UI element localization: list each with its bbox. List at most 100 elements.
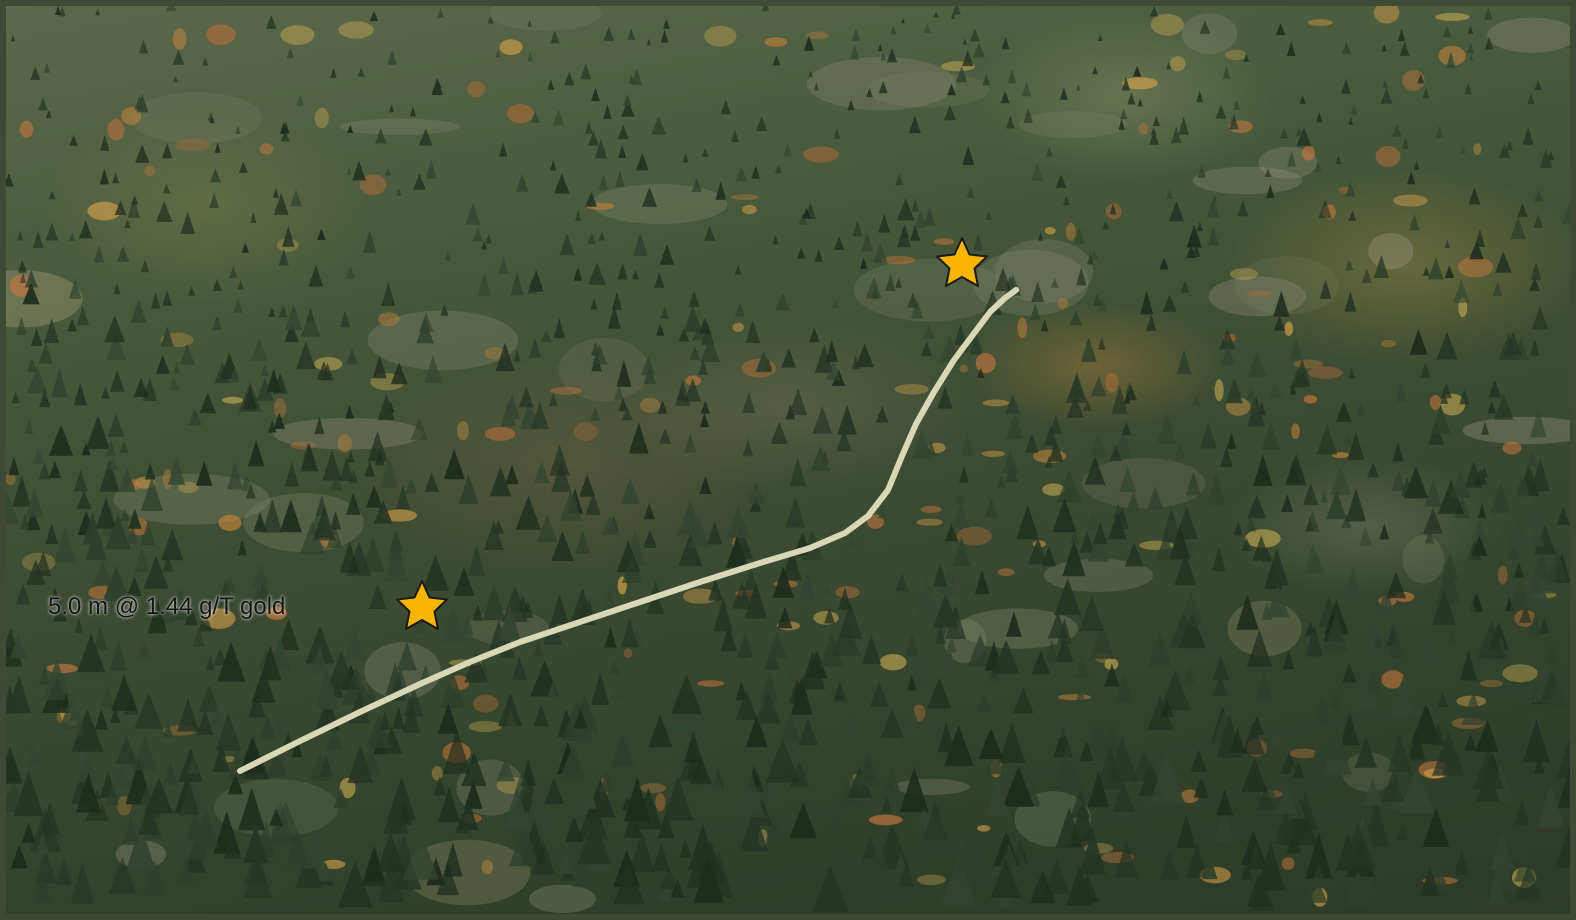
conifer-tree <box>244 850 272 898</box>
autumn-shrub <box>1438 46 1466 66</box>
conifer-tree <box>242 386 258 410</box>
conifer-tree <box>1090 622 1115 659</box>
conifer-tree <box>550 593 569 625</box>
conifer-tree <box>93 625 108 651</box>
conifer-tree <box>365 485 383 508</box>
conifer-tree <box>587 232 597 245</box>
conifer-tree <box>15 583 31 605</box>
ground-patch <box>1234 256 1339 315</box>
conifer-tree <box>632 269 639 280</box>
conifer-tree <box>1040 318 1049 332</box>
conifer-tree <box>465 203 481 225</box>
conifer-tree <box>176 698 200 732</box>
autumn-shrub <box>881 255 916 265</box>
conifer-tree <box>549 444 570 476</box>
conifer-tree <box>513 349 521 362</box>
conifer-tree <box>436 863 460 896</box>
conifer-tree <box>643 365 656 384</box>
conifer-tree <box>590 298 598 310</box>
conifer-tree <box>1373 254 1389 278</box>
conifer-tree <box>1074 686 1087 706</box>
ground-patch <box>1082 458 1206 509</box>
conifer-tree <box>1481 795 1493 813</box>
conifer-tree <box>998 723 1026 763</box>
conifer-tree <box>584 121 593 134</box>
conifer-tree <box>1025 432 1039 453</box>
autumn-shrub <box>507 103 534 124</box>
conifer-tree <box>992 639 1020 674</box>
conifer-tree <box>531 840 556 875</box>
conifer-tree <box>1084 456 1106 485</box>
conifer-tree <box>1420 363 1431 378</box>
conifer-tree <box>908 115 921 134</box>
conifer-tree <box>659 244 675 265</box>
conifer-tree <box>1031 162 1044 181</box>
conifer-tree <box>708 578 723 601</box>
conifer-tree <box>1206 472 1226 505</box>
conifer-tree <box>1289 383 1297 395</box>
conifer-tree <box>515 173 529 192</box>
conifer-tree <box>1304 543 1322 573</box>
conifer-tree <box>38 342 53 364</box>
conifer-tree <box>1219 328 1236 350</box>
conifer-tree <box>273 188 279 198</box>
conifer-tree <box>55 859 72 885</box>
forest-texture <box>6 6 1570 914</box>
conifer-tree <box>82 511 103 545</box>
conifer-tree <box>163 183 170 194</box>
autumn-shrub <box>916 874 946 886</box>
autumn-shrub <box>222 396 244 404</box>
conifer-tree <box>923 324 935 339</box>
conifer-tree <box>410 418 428 440</box>
conifer-tree <box>684 731 703 763</box>
conifer-tree <box>1249 358 1260 375</box>
conifer-tree <box>346 348 358 365</box>
autumn-shrub <box>6 472 16 485</box>
conifer-tree <box>657 812 675 839</box>
conifer-tree <box>140 477 163 511</box>
conifer-tree <box>1280 128 1288 139</box>
conifer-tree <box>1087 771 1110 808</box>
conifer-tree <box>1102 220 1110 230</box>
conifer-tree <box>781 548 802 581</box>
conifer-tree <box>1006 114 1015 129</box>
conifer-tree <box>740 806 768 852</box>
conifer-tree <box>38 666 51 685</box>
conifer-tree <box>151 292 161 309</box>
conifer-tree <box>213 648 227 666</box>
autumn-shrub <box>1375 145 1401 167</box>
autumn-shrub <box>1435 12 1470 21</box>
conifer-tree <box>17 230 24 241</box>
conifer-tree <box>1083 399 1092 411</box>
conifer-tree <box>1523 719 1551 763</box>
conifer-tree <box>405 478 418 494</box>
conifer-tree <box>445 251 451 261</box>
conifer-tree <box>660 866 679 890</box>
conifer-tree <box>238 787 266 831</box>
conifer-tree <box>1490 482 1511 513</box>
conifer-tree <box>698 317 712 334</box>
conifer-tree <box>956 66 968 83</box>
conifer-tree <box>1380 87 1393 104</box>
conifer-tree <box>496 756 516 782</box>
conifer-tree <box>559 745 586 779</box>
conifer-tree <box>812 865 849 913</box>
autumn-shrub <box>639 397 661 413</box>
conifer-tree <box>895 173 903 185</box>
conifer-tree <box>212 743 230 772</box>
conifer-tree <box>1190 749 1208 772</box>
conifer-tree <box>1492 281 1503 297</box>
conifer-tree <box>1236 594 1259 630</box>
conifer-tree <box>1361 268 1372 283</box>
conifer-tree <box>961 433 974 456</box>
conifer-tree <box>745 320 761 344</box>
autumn-shrub <box>1429 395 1442 410</box>
conifer-tree <box>1080 336 1097 362</box>
conifer-tree <box>42 659 72 700</box>
ground-patch <box>1018 111 1128 138</box>
conifer-tree <box>384 545 409 581</box>
conifer-tree <box>268 419 277 433</box>
conifer-tree <box>1286 41 1296 56</box>
conifer-tree <box>1391 470 1406 491</box>
conifer-tree <box>39 389 51 408</box>
